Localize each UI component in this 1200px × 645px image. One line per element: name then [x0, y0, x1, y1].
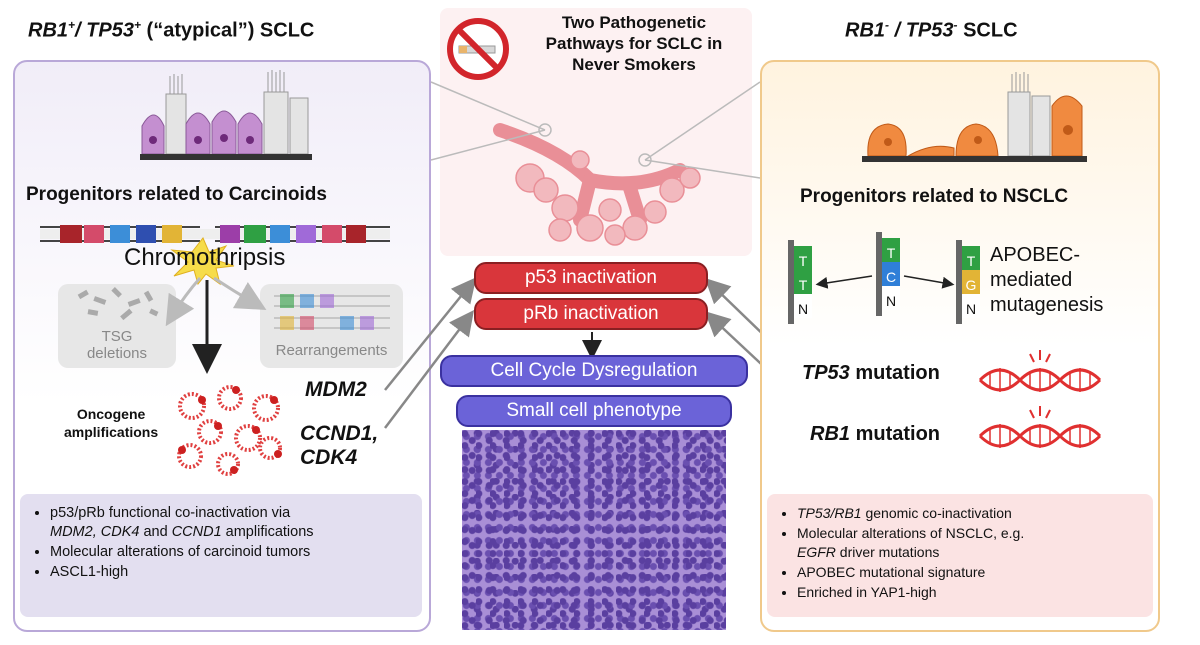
left-title: RB1+/ TP53+ (“atypical”) SCLC	[28, 18, 315, 42]
ccnd1-cdk4-label: CCND1, CDK4	[300, 422, 379, 469]
right-note-3: APOBEC mutational signature	[797, 563, 1153, 582]
no-smoking-icon	[447, 18, 509, 80]
right-note-4: Enriched in YAP1-high	[797, 583, 1153, 602]
left-note-1: p53/pRb functional co-inactivation via M…	[50, 504, 422, 542]
cell-cycle-dysregulation-pill: Cell Cycle Dysregulation	[440, 355, 748, 387]
lung-bronchi-illustration	[493, 123, 701, 246]
right-note-2: Molecular alterations of NSCLC, e.g.EGFR…	[797, 524, 1153, 562]
rearranged-dna-icon	[274, 294, 390, 330]
left-notes-box: p53/pRb functional co-inactivation via M…	[20, 494, 422, 617]
explosion-icon	[170, 237, 235, 286]
tsg-deletions-box: TSG deletions	[58, 284, 176, 368]
chromosome-fragments	[40, 225, 390, 243]
left-subheading: Progenitors related to Carcinoids	[26, 184, 327, 205]
tsg-line1: TSG	[101, 328, 133, 345]
right-notes-box: TP53/RB1 genomic co-inactivation Molecul…	[767, 494, 1153, 617]
center-title: Two Pathogenetic Pathways for SCLC in Ne…	[545, 13, 723, 74]
right-title: RB1- / TP53- SCLC	[845, 18, 1018, 42]
chromothripsis-label: Chromothripsis	[124, 244, 286, 271]
nsclc-progenitor-cells	[862, 72, 1087, 162]
small-cell-phenotype-pill: Small cell phenotype	[456, 395, 732, 427]
right-note-1: TP53/RB1 genomic co-inactivation	[797, 504, 1153, 523]
apobec-label: APOBEC- mediated mutagenesis	[990, 244, 1104, 316]
mutated-dna-icons	[978, 350, 1102, 448]
ecdna-circles	[177, 385, 282, 476]
mdm2-label: MDM2	[305, 378, 367, 401]
prb-inactivation-pill: pRb inactivation	[474, 298, 708, 330]
histology-image	[462, 430, 726, 630]
left-note-3: ASCL1-high	[50, 563, 422, 582]
right-subheading: Progenitors related to NSCLC	[800, 186, 1069, 207]
deleted-fragments-icon	[77, 287, 159, 321]
left-note-2: Molecular alterations of carcinoid tumor…	[50, 543, 422, 562]
tp53-mutation-label: TP53 mutation	[802, 362, 940, 384]
oncogene-label: Oncogene amplifications	[64, 406, 159, 440]
p53-inactivation-pill: p53 inactivation	[474, 262, 708, 294]
rb1-mutation-label: RB1 mutation	[810, 423, 941, 445]
rearrangements-box: Rearrangements	[260, 284, 403, 368]
carcinoid-progenitor-cells	[140, 70, 312, 160]
rearrangements-label: Rearrangements	[275, 342, 388, 359]
apobec-base-diagram	[788, 232, 980, 324]
tsg-line2: deletions	[86, 345, 148, 362]
